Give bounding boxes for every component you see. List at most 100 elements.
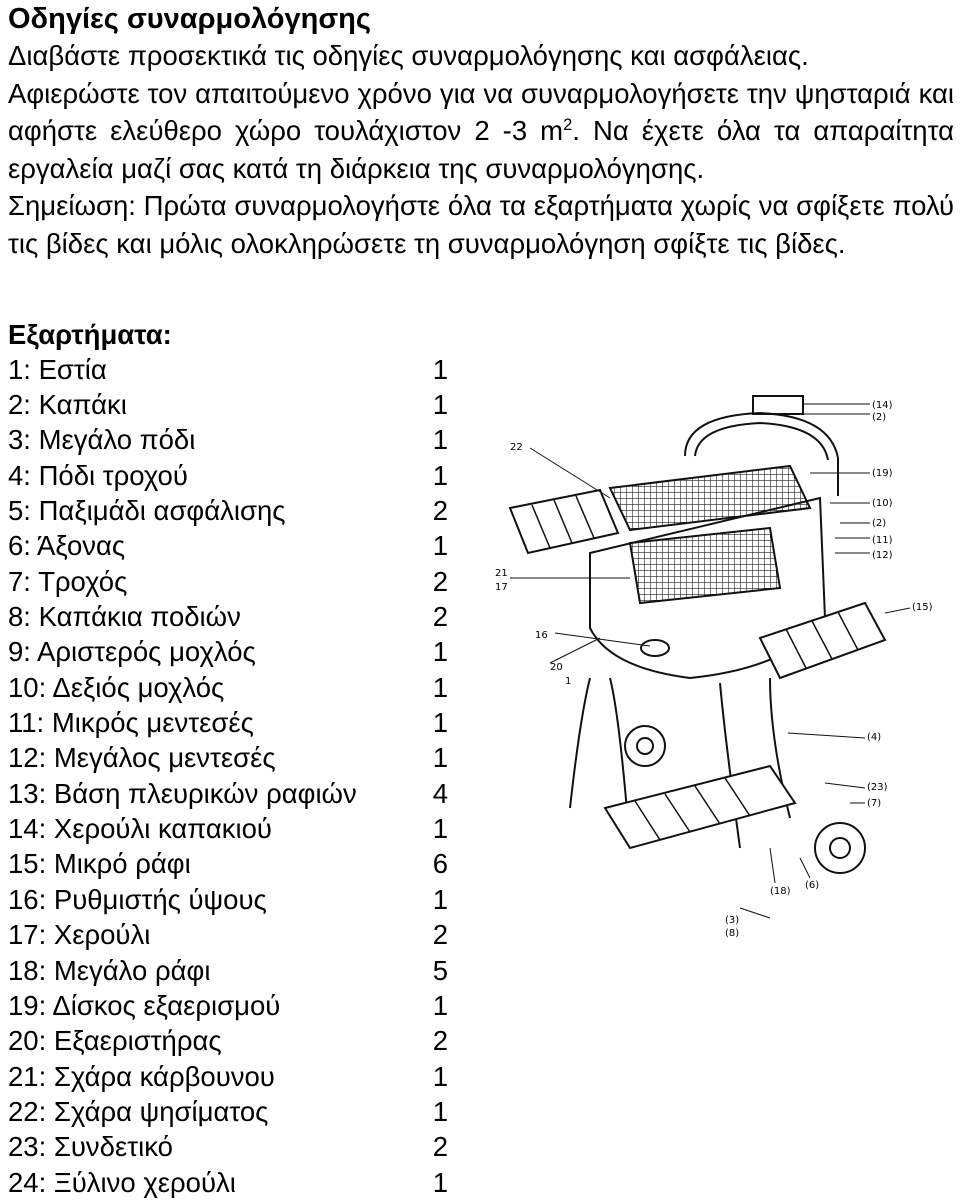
part-item: 8: Καπάκια ποδιών 2 <box>8 599 448 634</box>
part-qty: 1 <box>432 989 448 1021</box>
callout-label: (11) <box>872 535 893 546</box>
cooking-grate-part <box>608 464 812 532</box>
part-qty: 2 <box>432 495 448 527</box>
left-shelf-part <box>508 488 620 555</box>
part-qty: 1 <box>432 459 448 491</box>
part-qty: 5 <box>432 954 448 986</box>
part-label: 22: Σχάρα ψησίματος <box>8 1095 269 1127</box>
intro-time-text: Αφιερώστε τον απαιτούμενο χρόνο για να σ… <box>8 77 954 147</box>
callout-label: (2) <box>872 518 886 529</box>
lid-handle-part <box>752 395 804 415</box>
part-item: 15: Μικρό ράφι 6 <box>8 847 448 882</box>
callout-label: 21 <box>495 568 508 579</box>
part-label: 15: Μικρό ράφι <box>8 848 191 880</box>
part-item: 24: Ξύλινο χερούλι 1 <box>8 1165 448 1200</box>
part-label: 24: Ξύλινο χερούλι <box>8 1166 236 1198</box>
wheel-right-part <box>814 822 866 874</box>
callout-label: 22 <box>510 442 523 453</box>
callout-label: (4) <box>867 732 881 743</box>
part-label: 13: Βάση πλευρικών ραφιών <box>8 777 357 809</box>
part-item: 21: Σχάρα κάρβουνου 1 <box>8 1059 448 1094</box>
part-qty: 1 <box>432 813 448 845</box>
callout-label: (7) <box>867 798 881 809</box>
part-item: 17: Χερούλι 2 <box>8 918 448 953</box>
part-label: 14: Χερούλι καπακιού <box>8 813 272 845</box>
part-label: 10: Δεξιός μοχλός <box>8 671 225 703</box>
part-qty: 2 <box>432 1131 448 1163</box>
wheel-left-part <box>624 725 666 767</box>
parts-list: 1: Εστία 1 2: Καπάκι 1 3: Μεγάλο πόδι 1 4: … <box>8 352 448 1200</box>
part-qty: 2 <box>432 601 448 633</box>
squared-superscript: 2 <box>563 115 573 134</box>
part-item: 10: Δεξιός μοχλός 1 <box>8 670 448 705</box>
grill-exploded-diagram: (14) (2) 22 (19) (10) (2) (11) (12) 21 1… <box>495 395 933 939</box>
page-title: Οδηγίες συναρμολόγησης <box>8 3 371 35</box>
part-label: 5: Παξιμάδι ασφάλισης <box>8 495 286 527</box>
part-label: 19: Δίσκος εξαερισμού <box>8 989 281 1021</box>
lid-part <box>684 411 839 496</box>
part-item: 7: Τροχός 2 <box>8 564 448 599</box>
part-label: 21: Σχάρα κάρβουνου <box>8 1060 275 1092</box>
part-item: 14: Χερούλι καπακιού 1 <box>8 811 448 846</box>
callout-label: 17 <box>495 582 508 593</box>
part-item: 18: Μεγάλο ράφι 5 <box>8 953 448 988</box>
parts-heading: Εξαρτήματα: <box>8 319 172 350</box>
part-label: 16: Ρυθμιστής ύψους <box>8 883 267 915</box>
part-qty: 1 <box>432 1060 448 1092</box>
part-label: 8: Καπάκια ποδιών <box>8 601 241 633</box>
intro-tools-text: . Να έχετε όλα τα απαραίτητα εργαλεία μα… <box>8 115 954 184</box>
part-item: 20: Εξαεριστήρας 2 <box>8 1024 448 1059</box>
callout-label: (6) <box>805 880 819 891</box>
part-label: 1: Εστία <box>8 353 107 385</box>
callout-label: (23) <box>867 782 888 793</box>
part-label: 23: Συνδετικό <box>8 1131 173 1163</box>
part-qty: 2 <box>432 1025 448 1057</box>
part-qty: 6 <box>432 848 448 880</box>
callout-label: (3) <box>725 915 739 926</box>
intro-paragraph-time: Αφιερώστε τον απαιτούμενο χρόνο για να σ… <box>8 75 954 188</box>
assembly-note: Σημείωση: Πρώτα συναρμολογήστε όλα τα εξ… <box>8 190 954 259</box>
part-item: 1: Εστία 1 <box>8 352 448 387</box>
bottom-shelf-part <box>603 764 797 850</box>
callout-label: (2) <box>872 412 886 423</box>
part-label: 9: Αριστερός μοχλός <box>8 636 256 668</box>
callout-label: 16 <box>535 630 548 641</box>
part-label: 17: Χερούλι <box>8 919 151 951</box>
vent-part <box>640 639 670 657</box>
callout-label: (10) <box>872 498 893 509</box>
part-label: 4: Πόδι τροχού <box>8 459 188 491</box>
part-qty: 1 <box>432 353 448 385</box>
part-item: 19: Δίσκος εξαερισμού 1 <box>8 988 448 1023</box>
callout-label: (14) <box>872 400 893 411</box>
part-qty: 1 <box>432 389 448 421</box>
part-item: 23: Συνδετικό 2 <box>8 1130 448 1165</box>
part-qty: 1 <box>432 671 448 703</box>
part-qty: 1 <box>432 1166 448 1198</box>
callout-label: (15) <box>912 602 933 613</box>
part-label: 2: Καπάκι <box>8 389 127 421</box>
part-qty: 1 <box>432 424 448 456</box>
part-item: 5: Παξιμάδι ασφάλισης 2 <box>8 493 448 528</box>
part-qty: 1 <box>432 636 448 668</box>
part-label: 3: Μεγάλο πόδι <box>8 424 196 456</box>
part-label: 11: Μικρός μεντεσές <box>8 707 254 739</box>
part-label: 20: Εξαεριστήρας <box>8 1025 222 1057</box>
part-label: 18: Μεγάλο ράφι <box>8 954 211 986</box>
part-item: 4: Πόδι τροχού 1 <box>8 458 448 493</box>
callout-label: 20 <box>550 662 563 673</box>
part-item: 3: Μεγάλο πόδι 1 <box>8 423 448 458</box>
callout-label: (8) <box>725 928 739 939</box>
part-label: 7: Τροχός <box>8 565 128 597</box>
callout-label: (18) <box>770 886 791 897</box>
part-label: 12: Μεγάλος μεντεσές <box>8 742 276 774</box>
part-qty: 2 <box>432 565 448 597</box>
part-item: 2: Καπάκι 1 <box>8 387 448 422</box>
part-qty: 2 <box>432 919 448 951</box>
intro-text: Διαβάστε προσεκτικά τις οδηγίες συναρμολ… <box>8 37 954 262</box>
legs-part <box>569 677 791 849</box>
callout-label: 1 <box>565 676 571 687</box>
